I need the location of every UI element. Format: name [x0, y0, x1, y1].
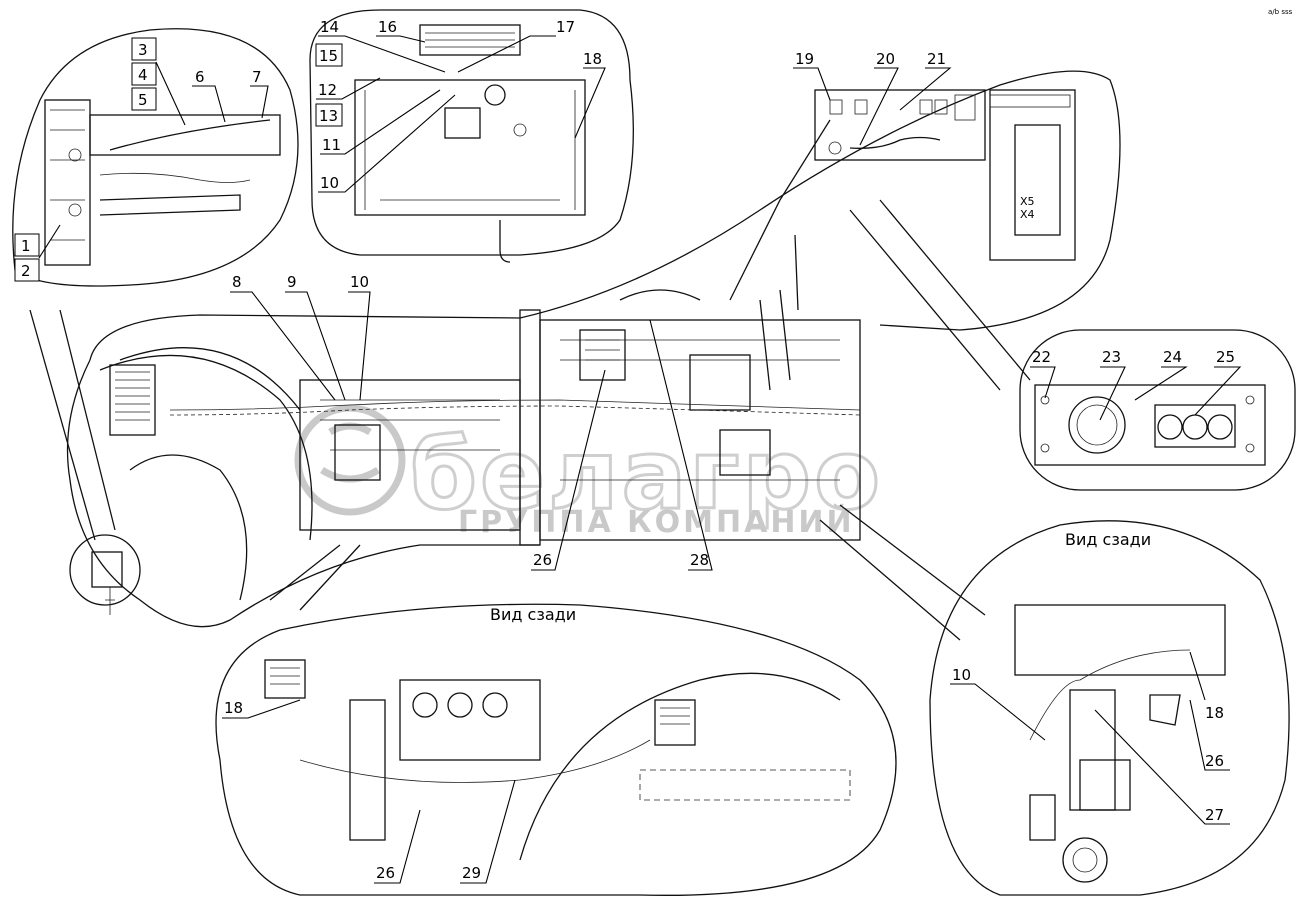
connector-x4-label: X4	[1020, 208, 1035, 221]
watermark-logo: белагро ГРУППА КОМПАНИЙ	[294, 404, 883, 540]
callout-11: 11	[322, 136, 341, 154]
callout-18-right: 18	[1205, 704, 1224, 722]
inset-top-center	[309, 9, 634, 263]
callouts: 1 2 3 4 5 6 7 14 15 16 17 18 12 13 11 10	[14, 18, 1242, 884]
corner-mark: a/b sss	[1268, 8, 1293, 16]
callout-10-top: 10	[320, 174, 339, 192]
inset-rear-view-bottom: Вид сзади	[215, 603, 897, 896]
callout-22: 22	[1032, 348, 1051, 366]
callout-10-main: 10	[350, 273, 369, 291]
callout-26-bottom: 26	[376, 864, 395, 882]
callout-25: 25	[1216, 348, 1235, 366]
callout-26-right: 26	[1205, 752, 1224, 770]
rear-view-right-title: Вид сзади	[1065, 530, 1151, 549]
callout-2: 2	[21, 262, 31, 280]
callout-23: 23	[1102, 348, 1121, 366]
watermark-brand: белагро	[410, 419, 883, 531]
callout-14: 14	[320, 18, 339, 36]
callout-6: 6	[195, 68, 205, 86]
callout-16: 16	[378, 18, 397, 36]
callout-29: 29	[462, 864, 481, 882]
inset-rear-view-right: Вид сзади	[929, 520, 1290, 896]
inset-control-panel	[1019, 329, 1296, 491]
watermark-subtitle: ГРУППА КОМПАНИЙ	[458, 504, 855, 540]
inset-top-right: X5 X4 a/b sss	[814, 8, 1293, 261]
callout-3: 3	[138, 41, 148, 59]
callout-26-main: 26	[533, 551, 552, 569]
callout-15: 15	[319, 47, 338, 65]
callout-18-bottom: 18	[224, 699, 243, 717]
callout-8: 8	[232, 273, 242, 291]
callout-10-right: 10	[952, 666, 971, 684]
connector-x5-label: X5	[1020, 195, 1035, 208]
callout-7: 7	[252, 68, 262, 86]
callout-9: 9	[287, 273, 297, 291]
callout-27: 27	[1205, 806, 1224, 824]
callout-1: 1	[21, 237, 31, 255]
callout-17: 17	[556, 18, 575, 36]
rear-view-bottom-title: Вид сзади	[490, 605, 576, 624]
inset-top-left	[12, 28, 299, 287]
callout-4: 4	[138, 66, 148, 84]
callout-24: 24	[1163, 348, 1182, 366]
callout-18-top: 18	[583, 50, 602, 68]
callout-20: 20	[876, 50, 895, 68]
main-tractor-view	[29, 70, 1121, 641]
callout-21: 21	[927, 50, 946, 68]
callout-28: 28	[690, 551, 709, 569]
callout-5: 5	[138, 91, 148, 109]
callout-19: 19	[795, 50, 814, 68]
callout-12: 12	[318, 81, 337, 99]
callout-13: 13	[319, 107, 338, 125]
